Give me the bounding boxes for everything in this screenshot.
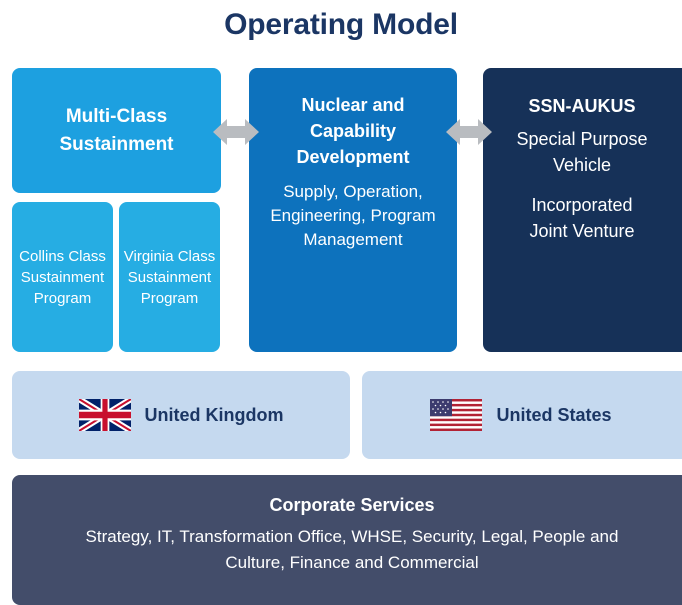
corporate-services-title: Corporate Services	[269, 495, 435, 515]
multi-class-sustainment-box: Multi-Class Sustainment	[12, 68, 221, 193]
uk-flag-icon	[78, 399, 131, 431]
united-kingdom-panel: United Kingdom	[12, 371, 350, 459]
ssn-aukus-title: SSN-AUKUS	[528, 96, 636, 116]
united-kingdom-label: United Kingdom	[144, 404, 284, 425]
double-arrow-icon	[446, 119, 492, 145]
corporate-services-box: Corporate Services Strategy, IT, Transfo…	[12, 475, 682, 605]
corporate-services-description: Strategy, IT, Transformation Office, WHS…	[85, 527, 619, 572]
ssn-aukus-joint-venture: Incorporated Joint Venture	[529, 195, 635, 241]
double-arrow-icon	[213, 119, 259, 145]
collins-class-program-label: Collins Class Sustainment Program	[19, 247, 106, 307]
united-states-label: United States	[496, 404, 612, 425]
page-title: Operating Model	[224, 8, 458, 41]
ssn-aukus-vehicle: Special Purpose Vehicle	[516, 129, 648, 175]
nuclear-capability-box: Nuclear and Capability Development Suppl…	[249, 68, 457, 352]
united-states-panel: United States	[362, 371, 682, 459]
virginia-class-program-label: Virginia Class Sustainment Program	[123, 247, 216, 307]
multi-class-sustainment-title: Multi-Class Sustainment	[59, 105, 174, 155]
collins-class-program-box: Collins Class Sustainment Program	[12, 202, 113, 352]
nuclear-capability-title: Nuclear and Capability Development	[296, 95, 410, 167]
ssn-aukus-box: SSN-AUKUS Special Purpose Vehicle Incorp…	[483, 68, 682, 352]
virginia-class-program-box: Virginia Class Sustainment Program	[119, 202, 220, 352]
nuclear-capability-description: Supply, Operation, Engineering, Program …	[270, 182, 436, 249]
us-flag-icon	[430, 399, 483, 431]
